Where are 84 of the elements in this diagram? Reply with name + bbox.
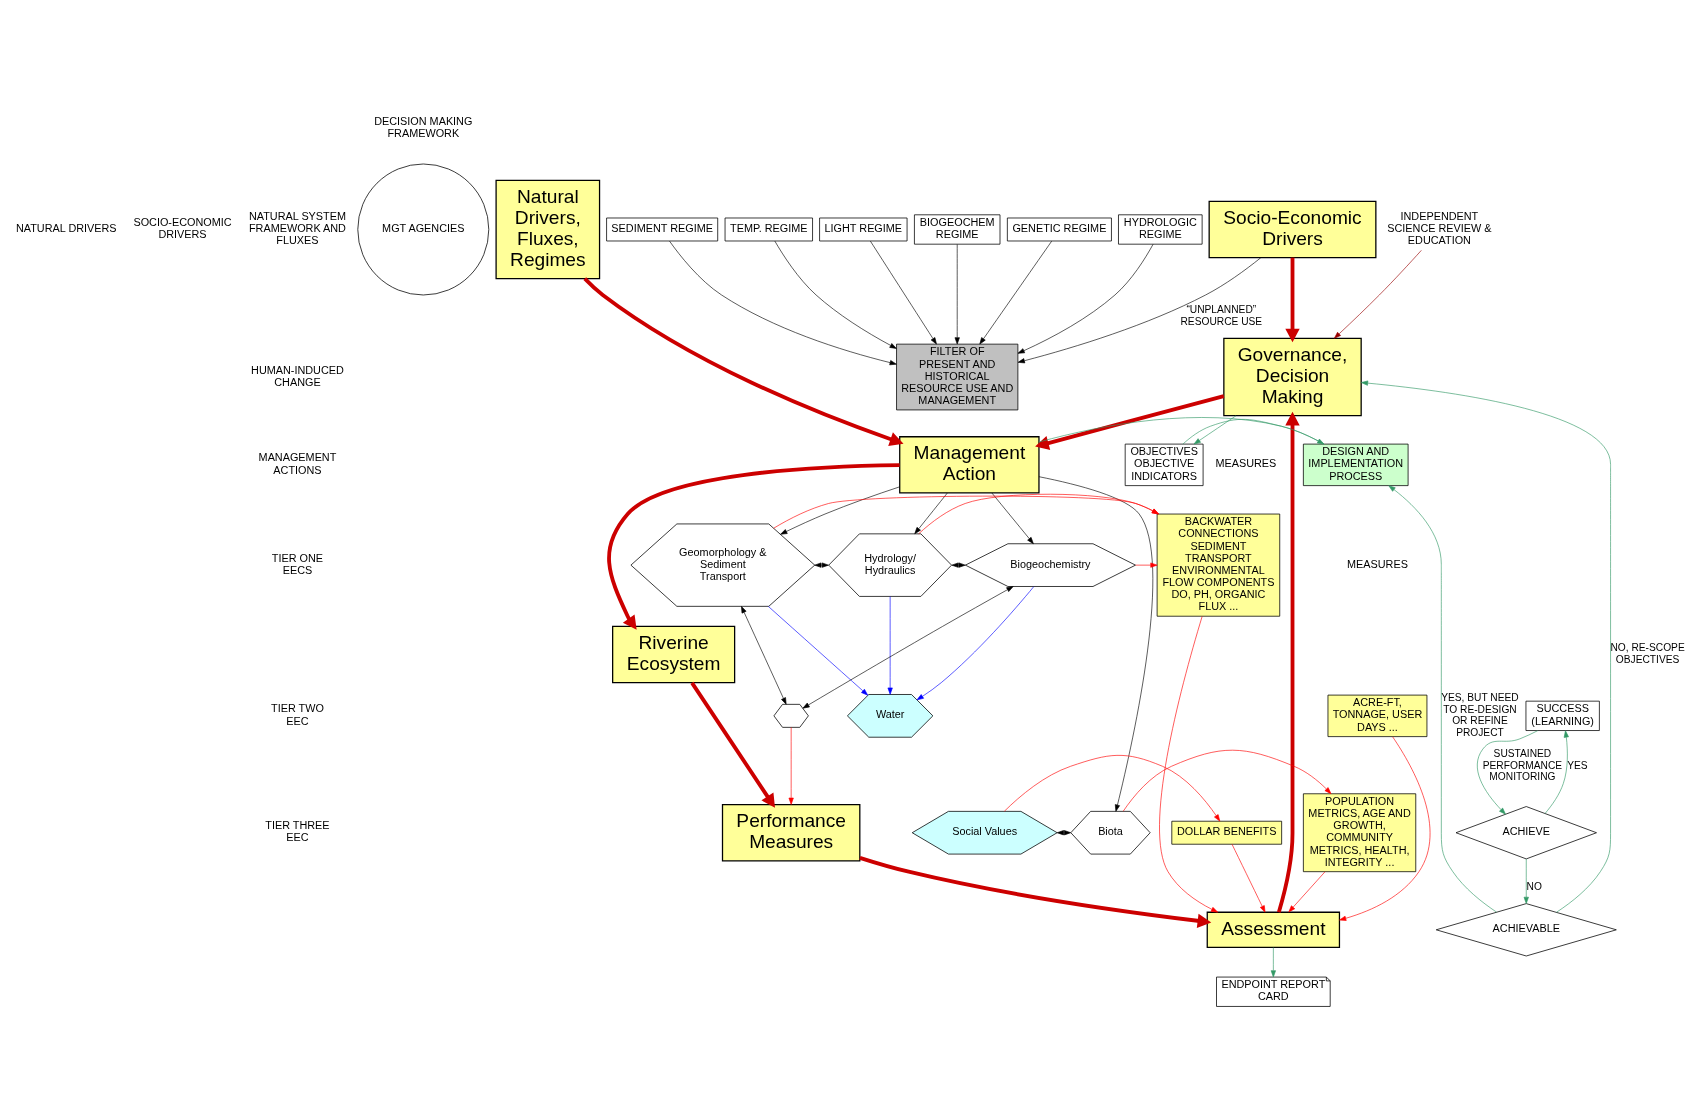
node-text: INDEPENDENT SCIENCE REVIEW & EDUCATION — [1387, 209, 1492, 247]
arrow — [1388, 485, 1497, 913]
node-box: Performance Measures — [721, 804, 861, 862]
node-box: GENETIC REGIME — [1006, 217, 1112, 242]
label: SOCIO-ECONOMIC DRIVERS — [133, 216, 232, 241]
edge-label: NO — [1526, 881, 1542, 893]
node-box: LIGHT REGIME — [819, 217, 908, 242]
label: NATURAL SYSTEM FRAMEWORK AND FLUXES — [248, 209, 346, 247]
arrow — [1035, 394, 1225, 450]
arrow — [1017, 243, 1154, 354]
arrow — [1231, 844, 1266, 913]
edge-label: NO, RE-SCOPE OBJECTIVES — [1610, 642, 1685, 665]
arrow — [1270, 947, 1276, 978]
node-box: OBJECTIVES OBJECTIVE INDICATORS — [1124, 443, 1204, 486]
arrow — [1523, 858, 1529, 904]
node-box: Governance, Decision Making — [1223, 337, 1362, 417]
arrow — [768, 606, 869, 696]
arrow — [1334, 250, 1422, 339]
arrow — [1193, 415, 1237, 445]
node-box: POPULATION METRICS, AGE AND GROWTH, COMMUNITY METRICS, HEALTH, INTEGRITY ... — [1303, 793, 1417, 873]
label: MEASURES — [1215, 457, 1277, 470]
arrow — [780, 486, 900, 535]
arrow — [954, 244, 960, 345]
arrow — [887, 596, 893, 695]
arrow — [1122, 749, 1332, 812]
node-box: Assessment — [1206, 911, 1341, 948]
node-box: BACKWATER CONNECTIONS SEDIMENT TRANSPORT ENVIRONMENTAL FLOW COMPONENTS DO, PH, ORGANIC FLUX ... — [1156, 513, 1281, 617]
arrow — [741, 606, 787, 705]
arrow — [1038, 476, 1153, 812]
node-box: Management Action — [899, 436, 1040, 494]
node-box: TEMP. REGIME — [724, 217, 813, 242]
label: TIER ONE EECS — [271, 551, 324, 576]
label: HUMAN-INDUCED CHANGE — [251, 363, 344, 388]
node-circle: MGT AGENCIES — [357, 163, 490, 296]
label: TIER THREE EEC — [265, 819, 330, 844]
arrow — [916, 586, 1034, 701]
arrow — [1288, 871, 1326, 913]
node-box: BIOGEOCHEM REGIME — [914, 214, 1001, 245]
label: TIER TWO EEC — [271, 702, 324, 727]
label: NATURAL DRIVERS — [15, 222, 117, 235]
arrow — [1277, 411, 1300, 913]
arrow — [583, 277, 904, 446]
arrow — [774, 240, 897, 349]
connector — [1038, 417, 1325, 445]
node-box: DESIGN AND IMPLEMENTATION PROCESS — [1303, 443, 1409, 486]
node-box: FILTER OF PRESENT AND HISTORICAL RESOURCE USE AND MANAGEMENT — [896, 343, 1019, 411]
arrow — [607, 463, 900, 630]
arrow — [690, 681, 775, 808]
node-box: Natural Drivers, Fluxes, Regimes — [495, 179, 601, 280]
edge-label: YES — [1567, 759, 1588, 771]
node-box: HYDROLOGIC REGIME — [1118, 214, 1203, 245]
arrow — [1544, 730, 1569, 814]
node-box: Socio-Economic Drivers — [1208, 200, 1377, 259]
arrow — [802, 586, 1014, 709]
label: MEASURES — [1347, 557, 1408, 570]
arrow — [1159, 616, 1219, 913]
label: DECISION MAKING FRAMEWORK — [374, 114, 473, 139]
node-box: Riverine Ecosystem — [612, 625, 736, 684]
node-diamond: ACHIEVABLE — [1435, 903, 1617, 957]
arrow — [918, 493, 1159, 535]
edge-label: “UNPLANNED” RESOURCE USE — [1180, 304, 1263, 327]
arrow — [1361, 380, 1611, 913]
arrow — [1285, 257, 1300, 343]
arrow — [991, 492, 1034, 544]
arrow — [1017, 257, 1262, 364]
arrow — [773, 495, 1159, 529]
edge-label: YES, BUT NEED TO RE-DESIGN OR REFINE PROJECT — [1441, 692, 1519, 738]
node-box: DOLLAR BENEFITS — [1171, 820, 1283, 845]
edge-label: SUSTAINED PERFORMANCE MONITORING — [1482, 748, 1563, 783]
arrow — [914, 492, 948, 535]
arrow — [1477, 730, 1539, 815]
arrow — [669, 240, 897, 366]
arrow — [1004, 755, 1221, 822]
arrow — [859, 856, 1212, 928]
node-box: SEDIMENT REGIME — [606, 217, 719, 242]
node-box: SUCCESS (LEARNING) — [1525, 700, 1600, 731]
arrow — [870, 240, 937, 345]
node-box: ACRE-FT, TONNAGE, USER DAYS ... — [1327, 694, 1428, 737]
arrow — [979, 240, 1053, 345]
label: MANAGEMENT ACTIONS — [258, 451, 337, 476]
arrow — [1182, 419, 1325, 445]
arrow — [788, 727, 794, 805]
arrow — [1135, 562, 1158, 568]
arrow — [1339, 736, 1431, 921]
